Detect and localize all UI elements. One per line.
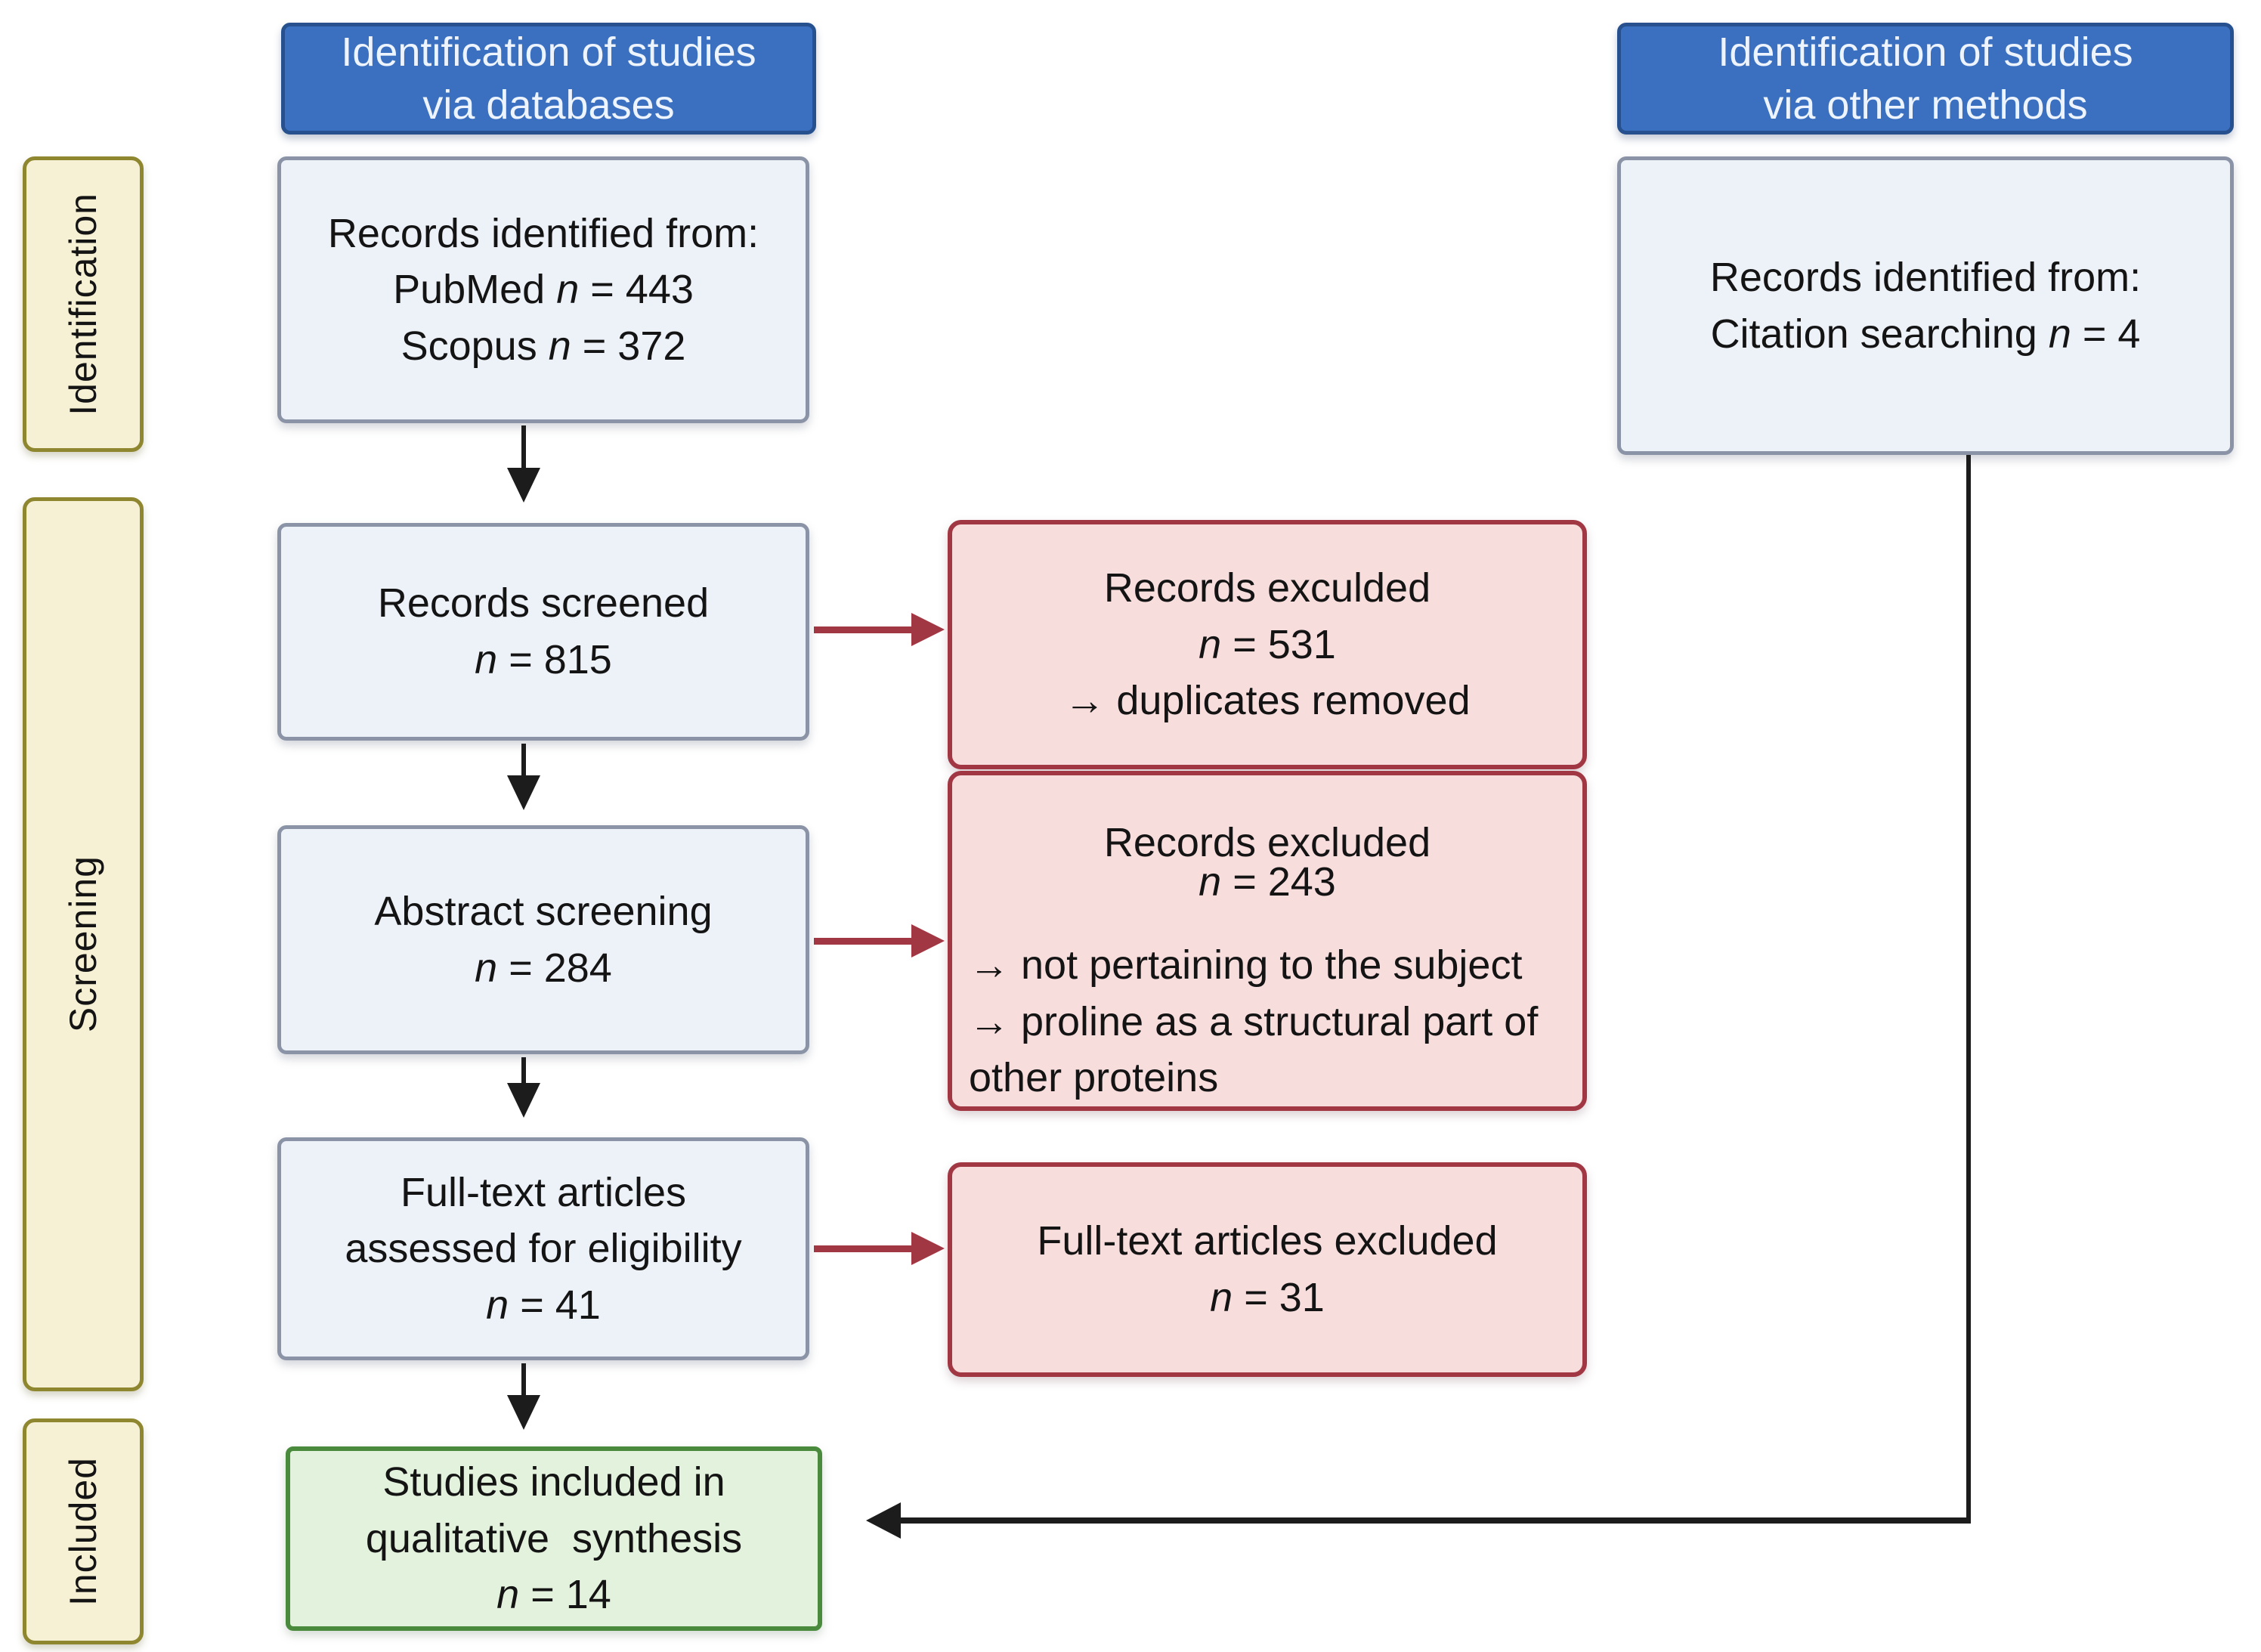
stage-box-identification: Identification: [23, 156, 144, 452]
pubmed-label: PubMed: [393, 267, 557, 313]
other-methods-title: Records identified from:: [1709, 254, 2142, 300]
box-records-identified-other: Records identified from: Citation search…: [1617, 156, 2234, 455]
arrow-abstract-to-fulltext: [507, 1057, 540, 1118]
box-fulltext-excluded: Full-text articles excluded n = 31: [948, 1162, 1587, 1377]
excluded1-value: = 531: [1221, 621, 1336, 667]
excluded3-n-symbol: n: [1210, 1275, 1233, 1320]
arrow-head-down-icon: [507, 1395, 540, 1430]
arrow-shaft: [814, 937, 911, 945]
abstract-screening-value: = 284: [497, 945, 612, 991]
box-fulltext-assessed: Full-text articles assessed for eligibil…: [277, 1137, 809, 1360]
records-screened-n-symbol: n: [475, 637, 498, 682]
records-screened-value: = 815: [497, 637, 612, 682]
header-identification-via-other-methods: Identification of studies via other meth…: [1617, 23, 2234, 135]
header-other-line2: via other methods: [1763, 82, 2088, 128]
records-identified-scopus: Scopus n = 372: [401, 318, 686, 375]
excluded2-reason-list: → not pertaining to the subject → prolin…: [952, 937, 1582, 1106]
box-records-screened: Records screened n = 815: [277, 523, 809, 741]
box-records-excluded-abstract: Records excluded n = 243 → not pertainin…: [948, 771, 1587, 1111]
arrow-shaft: [814, 626, 911, 633]
arrow-screened-to-excluded1: [814, 613, 945, 646]
arrow-identified-to-screened: [507, 425, 540, 503]
header-identification-via-databases: Identification of studies via databases: [281, 23, 816, 135]
excluded1-n-symbol: n: [1199, 621, 1222, 667]
arrow-head-right-icon: [911, 924, 945, 957]
connector-other-methods-horizontal: [899, 1517, 1971, 1524]
arrow-fulltext-to-included: [507, 1363, 540, 1430]
arrow-screened-to-abstract: [507, 744, 540, 810]
citation-searching-n-symbol: n: [2048, 311, 2071, 357]
abstract-screening-title: Abstract screening: [374, 888, 713, 934]
arrow-head-left-icon: [866, 1502, 901, 1539]
fulltext-assessed-count: n = 41: [486, 1277, 601, 1334]
excluded2-count: n = 243: [1199, 854, 1336, 905]
studies-included-n-symbol: n: [496, 1572, 520, 1618]
connector-other-methods-vertical: [1966, 455, 1971, 1521]
records-screened-count: n = 815: [475, 632, 612, 688]
studies-included-title1: Studies included in: [382, 1459, 725, 1505]
records-screened-title: Records screened: [377, 580, 710, 626]
citation-searching-value: = 4: [2071, 311, 2141, 357]
excluded2-n-symbol: n: [1199, 859, 1222, 905]
scopus-n-symbol: n: [548, 323, 571, 369]
stage-label-identification: Identification: [62, 193, 104, 416]
box-records-identified-databases: Records identified from: PubMed n = 443 …: [277, 156, 809, 423]
arrow-fulltext-to-excluded3: [814, 1232, 945, 1265]
box-studies-included: Studies included in qualitative synthesi…: [286, 1446, 822, 1631]
pubmed-n-symbol: n: [556, 267, 580, 313]
arrow-shaft: [521, 1057, 526, 1083]
pubmed-count: = 443: [579, 267, 694, 313]
arrow-shaft: [521, 744, 526, 775]
arrow-head-down-icon: [507, 468, 540, 503]
header-databases-line1: Identification of studies: [341, 29, 756, 75]
excluded3-count: n = 31: [1210, 1270, 1325, 1326]
box-records-excluded-duplicates: Records exculded n = 531 → duplicates re…: [948, 520, 1587, 769]
studies-included-count: n = 14: [496, 1567, 611, 1623]
arrow-head-down-icon: [507, 775, 540, 810]
citation-searching-label: Citation searching: [1710, 311, 2049, 357]
arrow-shaft: [521, 425, 526, 468]
arrow-abstract-to-excluded2: [814, 924, 945, 957]
excluded3-title: Full-text articles excluded: [1037, 1218, 1498, 1264]
arrow-shaft: [814, 1245, 911, 1252]
studies-included-value: = 14: [519, 1572, 611, 1618]
arrow-head-right-icon: [911, 613, 945, 646]
excluded1-count: n = 531: [1199, 617, 1336, 673]
studies-included-title2: qualitative synthesis: [365, 1515, 743, 1561]
arrow-shaft: [521, 1363, 526, 1395]
excluded3-value: = 31: [1233, 1275, 1325, 1320]
header-other-line1: Identification of studies: [1718, 29, 2133, 75]
records-identified-title: Records identified from:: [327, 210, 759, 256]
excluded2-title: Records excluded: [1103, 820, 1431, 865]
excluded2-value: = 243: [1221, 859, 1336, 905]
fulltext-assessed-title1: Full-text articles: [400, 1169, 687, 1215]
stage-label-screening: Screening: [62, 855, 104, 1033]
scopus-label: Scopus: [401, 323, 549, 369]
box-abstract-screening: Abstract screening n = 284: [277, 825, 809, 1054]
stage-box-screening: Screening: [23, 497, 144, 1391]
fulltext-assessed-value: = 41: [509, 1282, 601, 1328]
stage-label-included: Included: [62, 1456, 104, 1607]
excluded1-title: Records exculded: [1103, 565, 1431, 611]
excluded1-reason: → duplicates removed: [1064, 678, 1471, 724]
excluded2-reason2-continued: other proteins: [969, 1055, 1219, 1101]
excluded2-reason1: → not pertaining to the subject: [969, 942, 1523, 988]
arrow-head-down-icon: [507, 1083, 540, 1118]
arrow-head-right-icon: [911, 1232, 945, 1265]
abstract-screening-n-symbol: n: [475, 945, 498, 991]
excluded2-reason2: → proline as a structural part of: [969, 998, 1539, 1044]
fulltext-assessed-title2: assessed for eligibility: [345, 1226, 742, 1272]
stage-box-included: Included: [23, 1418, 144, 1644]
abstract-screening-count: n = 284: [475, 940, 612, 997]
fulltext-assessed-n-symbol: n: [486, 1282, 509, 1328]
other-methods-citation: Citation searching n = 4: [1711, 306, 2141, 363]
header-databases-line2: via databases: [422, 82, 675, 128]
records-identified-pubmed: PubMed n = 443: [393, 261, 694, 318]
scopus-count: = 372: [571, 323, 686, 369]
